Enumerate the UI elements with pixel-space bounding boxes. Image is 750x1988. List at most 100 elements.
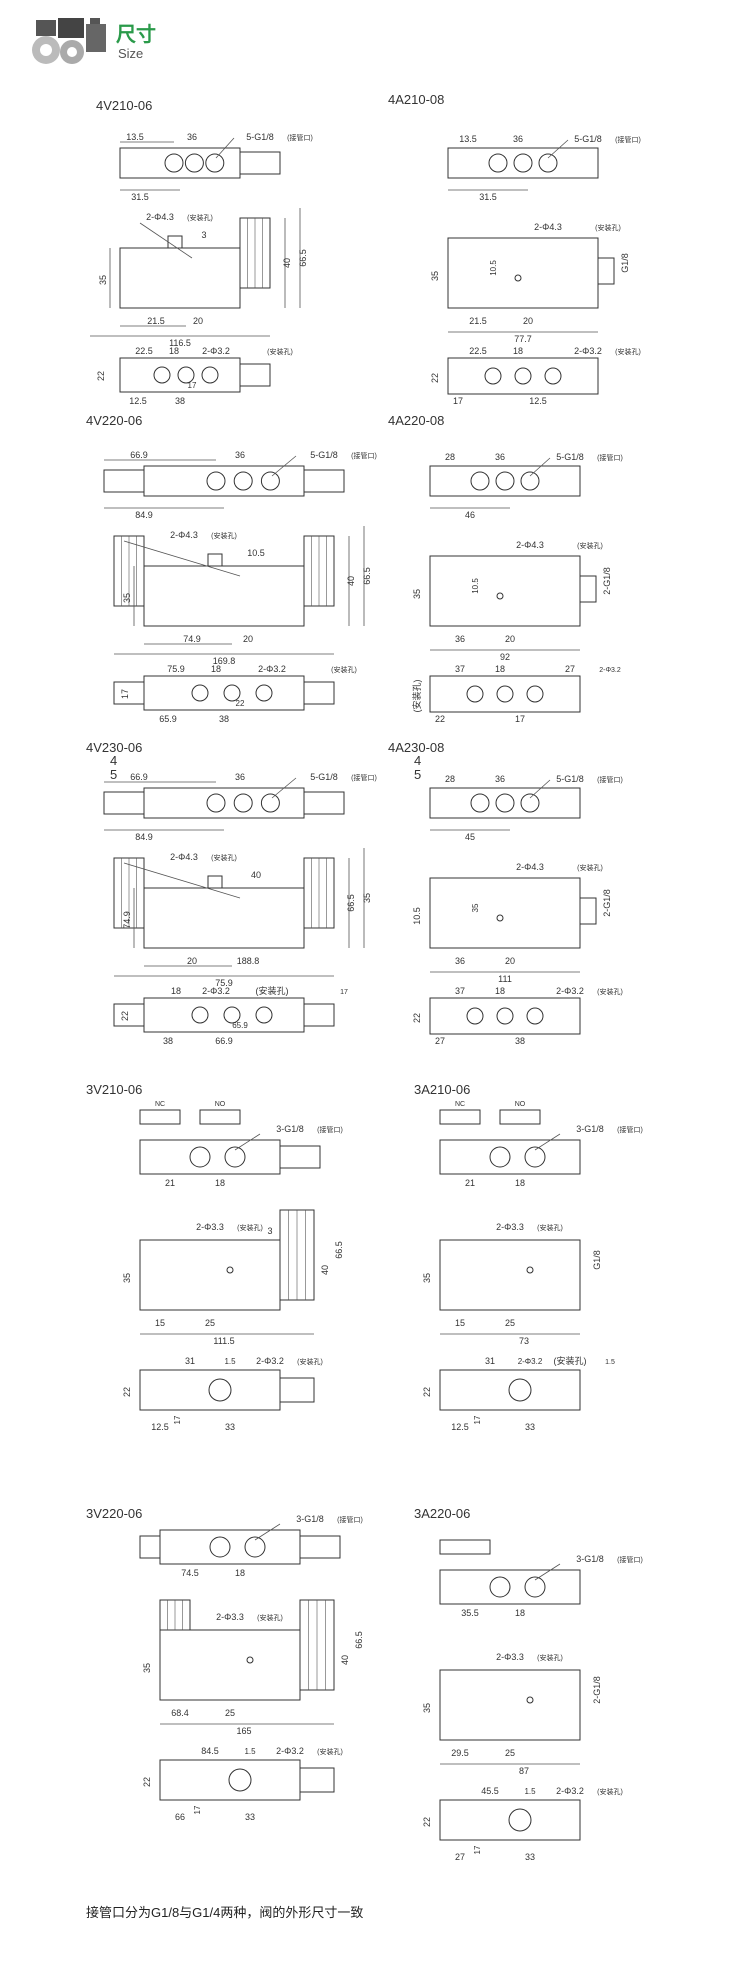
dim-label: (接管口): [615, 135, 641, 144]
port-hole: [520, 471, 540, 491]
coil-bottom-left: [113, 1003, 145, 1027]
port-hole: [224, 1146, 246, 1168]
dim-label: 35: [471, 903, 480, 912]
dim-label: 35: [122, 593, 132, 603]
dim-label: 17: [173, 1415, 182, 1424]
dim-label: 36: [455, 956, 465, 966]
dim-label: 27: [455, 1852, 465, 1862]
port-hole: [470, 471, 490, 491]
title-4v220: 4V220-06: [86, 413, 143, 428]
dim-label: 77.7: [514, 334, 532, 344]
leader: [271, 777, 297, 799]
top-view-body: [447, 147, 599, 179]
dim-label: (安装孔): [331, 665, 357, 674]
port-hole: [208, 1378, 232, 1402]
dim-label: 5-G1/8: [310, 450, 338, 460]
dim-label: 17: [473, 1415, 482, 1424]
leader: [271, 455, 297, 477]
dim-label: 31: [185, 1356, 195, 1366]
title-4a230: 4A230-08: [388, 740, 445, 755]
dim-label: 45.5: [481, 1786, 499, 1796]
dim-label: 1.5: [224, 1357, 236, 1366]
port-hole: [495, 793, 515, 813]
dim-label: 18: [495, 664, 505, 674]
dim-label: NO: [515, 1101, 526, 1108]
title-4v210: 4V210-06: [96, 98, 153, 113]
dim-label: 45: [465, 832, 475, 842]
dim-label: 35: [430, 271, 440, 281]
coil-bottom-left: [113, 681, 145, 705]
pilot-left: [103, 469, 145, 493]
dim-label: 36: [495, 774, 505, 784]
dim-label: 2-Φ3.2: [518, 1357, 543, 1366]
dim-label: (接管口): [617, 1125, 643, 1134]
dim-label: 27: [565, 664, 575, 674]
dim-label: 2-Φ3.2: [256, 1356, 284, 1366]
leader: [529, 457, 551, 477]
port-hole: [223, 1006, 241, 1024]
dim-label: (接管口): [597, 453, 623, 462]
dim-label: 31.5: [131, 192, 149, 202]
dim-label: 2-Φ3.2: [258, 664, 286, 674]
dim-label: 111: [498, 974, 512, 984]
dim-label: 66.5: [362, 567, 372, 585]
dim-label: 25: [505, 1318, 515, 1328]
dim-label: 29.5: [451, 1748, 469, 1758]
dim-label: 2-G1/8: [602, 567, 612, 595]
dim-label: 33: [225, 1422, 235, 1432]
dim-label: 2-Φ4.3: [516, 862, 544, 872]
dim-label: 40: [320, 1265, 330, 1275]
dim-label: 21.5: [469, 316, 487, 326]
dim-label: 17: [193, 1805, 202, 1814]
port-hole: [233, 793, 253, 813]
dim-label: 74.9: [183, 634, 201, 644]
port-hole: [526, 685, 544, 703]
dim-label: 5-G1/8: [556, 452, 584, 462]
dim-label: 75.9: [167, 664, 185, 674]
dim-label: 22: [430, 373, 440, 383]
dim-label: 13.5: [459, 134, 477, 144]
dim-label: (安装孔): [537, 1653, 563, 1662]
dim-label: 3-G1/8: [296, 1514, 324, 1524]
dim-label: 25: [205, 1318, 215, 1328]
port-block: [579, 897, 597, 925]
pilot-right: [299, 1535, 341, 1559]
mount-hole: [514, 274, 522, 282]
bottom-view-body: [447, 357, 599, 395]
port-hole: [153, 366, 171, 384]
dim-label: (安装孔): [297, 1357, 323, 1366]
port-hole: [164, 153, 184, 173]
bottom-view-body: [139, 1369, 281, 1411]
mount-hole: [496, 914, 504, 922]
port-hole: [513, 153, 533, 173]
dim-label: 33: [525, 1852, 535, 1862]
dim-label: 15: [155, 1318, 165, 1328]
dim-label: 84.9: [135, 510, 153, 520]
mount-hole: [496, 592, 504, 600]
port-hole: [544, 367, 562, 385]
port-hole: [466, 685, 484, 703]
dim-label: (安装孔): [597, 987, 623, 996]
mount-hole: [246, 1656, 254, 1664]
dim-label: 10.5: [471, 578, 480, 594]
pilot-right: [279, 1145, 321, 1169]
title-3v210: 3V210-06: [86, 1082, 143, 1097]
mount-hole: [226, 1266, 234, 1274]
footer-note: 接管口分为G1/8与G1/4两种，阀的外形尺寸一致: [86, 1905, 364, 1920]
port-hole: [508, 1378, 532, 1402]
dim-label: 31: [485, 1356, 495, 1366]
dim-label: 66.9: [215, 1036, 233, 1046]
dim-label: 2-Φ3.2: [556, 986, 584, 996]
dim-label: (安装孔): [411, 680, 422, 713]
symbol-no: [199, 1109, 241, 1125]
dim-label: (安装孔): [211, 853, 237, 862]
port-hole: [244, 1536, 266, 1558]
dim-label: 40: [251, 870, 261, 880]
page-header: 尺寸 Size: [28, 14, 228, 74]
dim-label: 18: [211, 664, 221, 674]
dim-label: 40: [282, 258, 292, 268]
coil-bottom-right: [299, 1767, 335, 1793]
port-hole: [538, 153, 558, 173]
dim-label: 66.9: [130, 772, 148, 782]
